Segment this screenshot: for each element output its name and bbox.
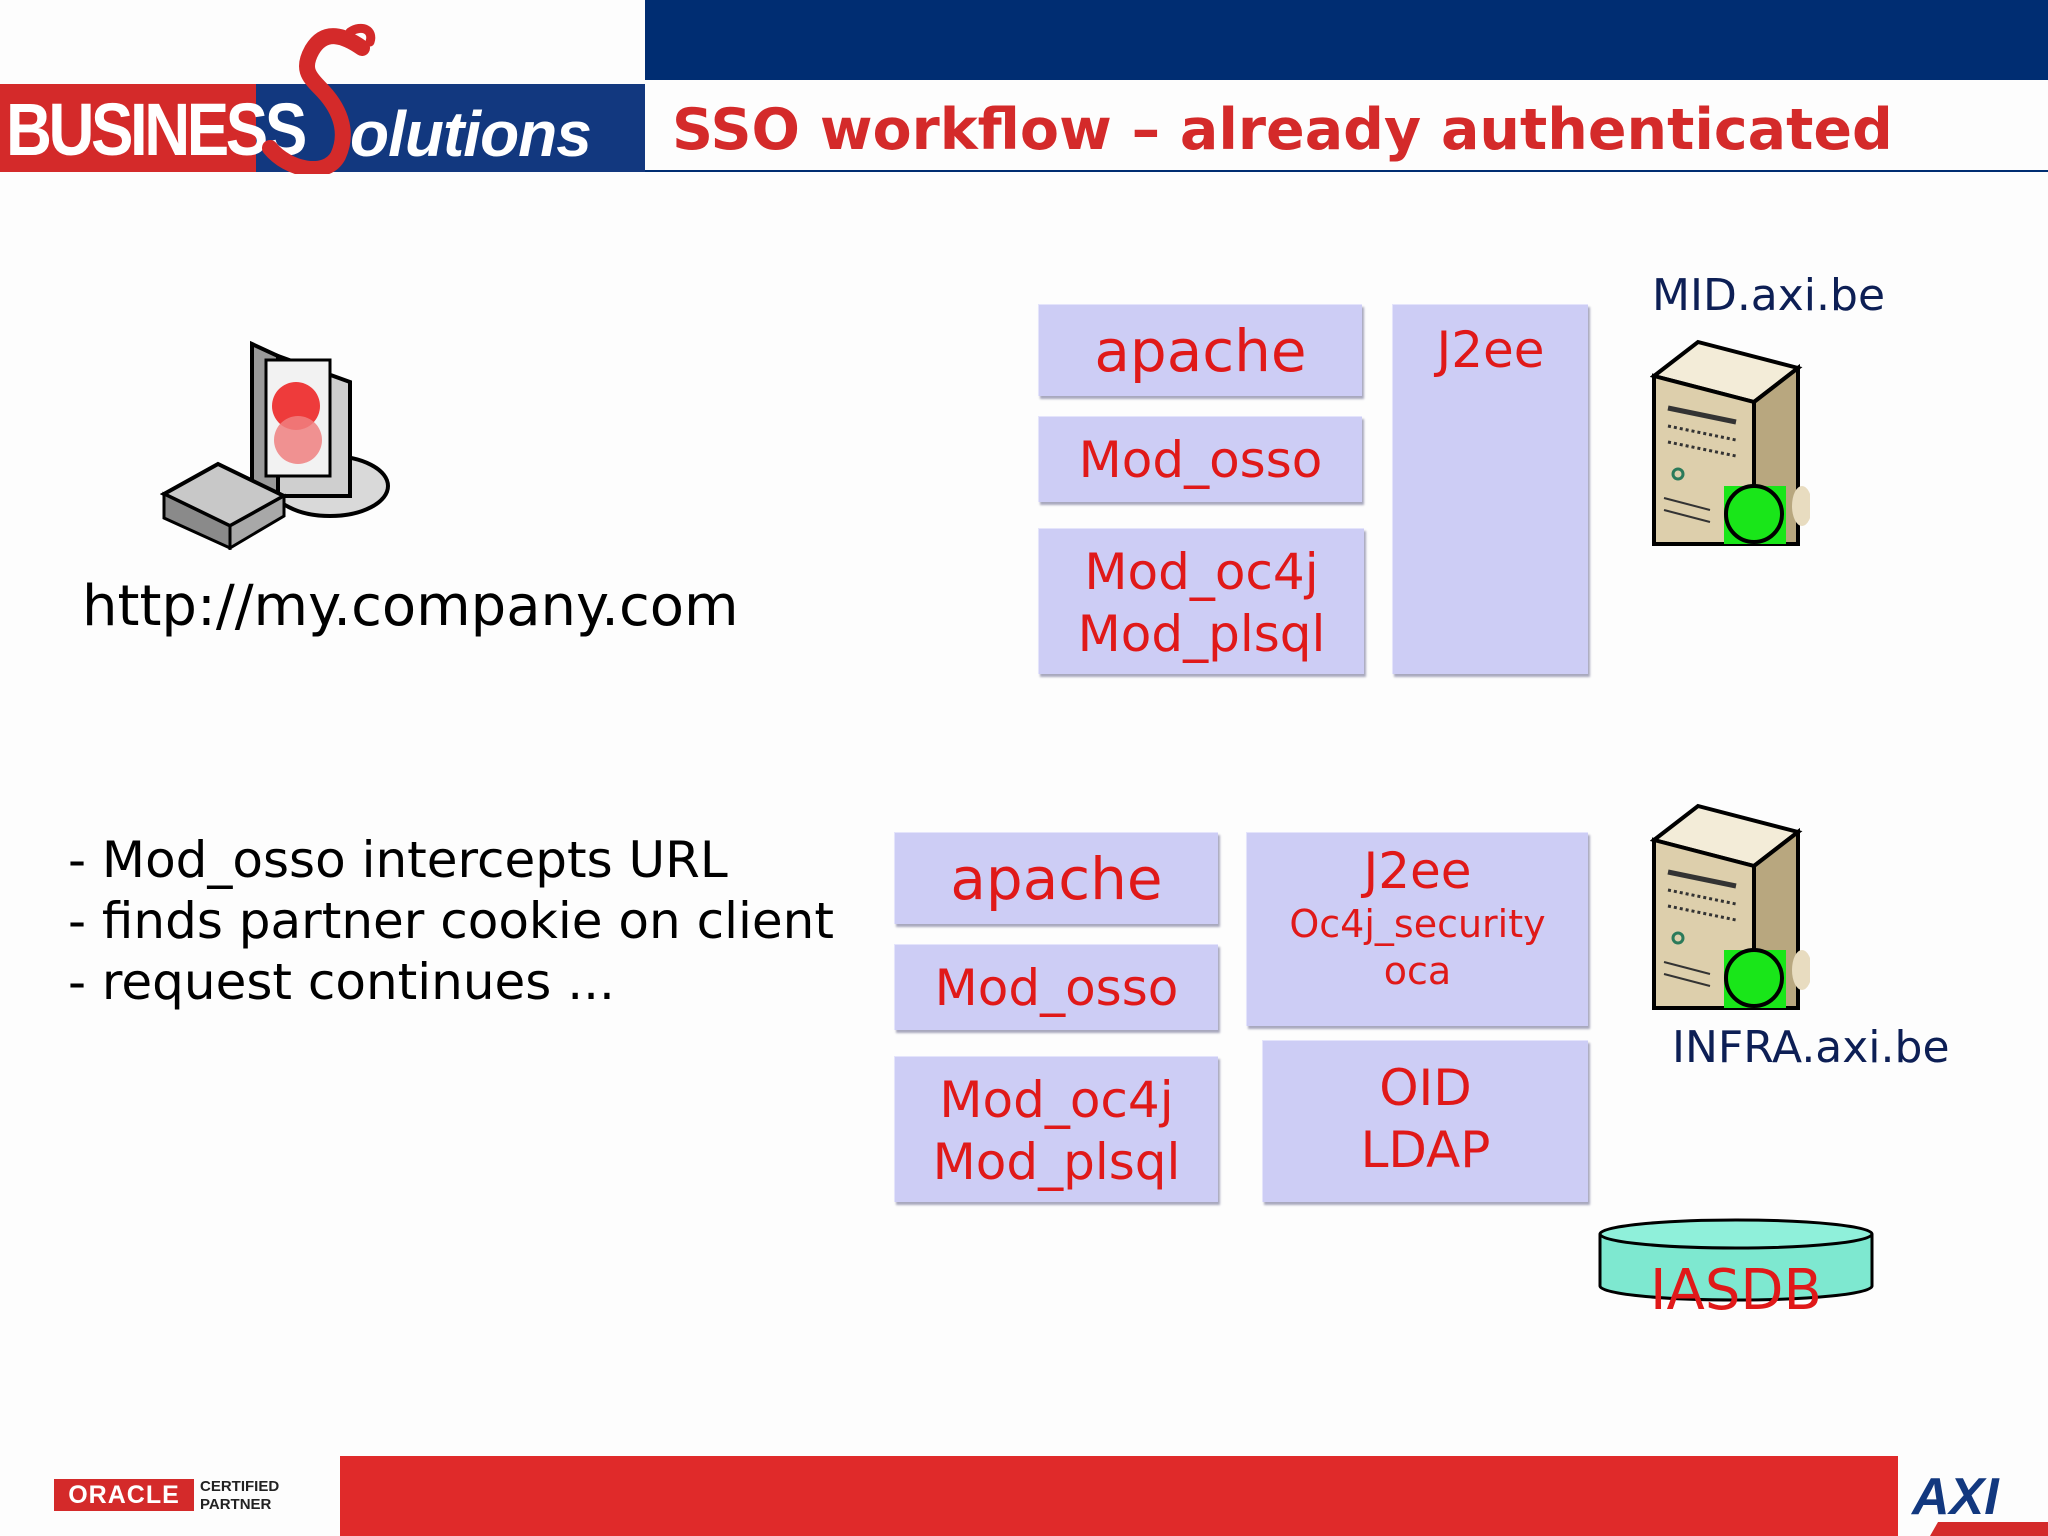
database-cylinder-icon	[1598, 1218, 1874, 1302]
logo-business-text: BUSINESS	[6, 88, 307, 171]
oracle-cert-line1: CERTIFIED	[200, 1478, 280, 1495]
mid-mod-plsql-label: Mod_plsql	[1077, 605, 1326, 663]
axi-logo: AXI	[1910, 1468, 2048, 1536]
infra-mod-plsql-label: Mod_plsql	[932, 1133, 1181, 1191]
mid-mod-oc4j-plsql-box: Mod_oc4j Mod_plsql	[1038, 528, 1364, 674]
client-url-label: http://my.company.com	[82, 574, 739, 639]
infra-mod-osso-box: Mod_osso	[894, 944, 1218, 1030]
mid-apache-label: apache	[1094, 317, 1307, 385]
header-rule	[645, 170, 2048, 172]
database-label: IASDB	[1650, 1258, 1822, 1323]
infra-hostname: INFRA.axi.be	[1672, 1022, 1950, 1073]
mid-apache-box: apache	[1038, 304, 1362, 396]
infra-j2ee-box: J2ee Oc4j_security oca	[1246, 832, 1588, 1026]
mid-hostname: MID.axi.be	[1652, 270, 1886, 321]
infra-mod-oc4j-plsql-box: Mod_oc4j Mod_plsql	[894, 1056, 1218, 1202]
infra-oca-label: oca	[1383, 949, 1452, 993]
mid-server-tower-icon	[1650, 339, 1810, 546]
mid-j2ee-box: J2ee	[1392, 304, 1588, 674]
oracle-cert-line2: PARTNER	[200, 1496, 272, 1513]
workflow-step: - request continues ...	[68, 953, 615, 1011]
infra-apache-box: apache	[894, 832, 1218, 924]
infra-j2ee-label: J2ee	[1363, 842, 1472, 900]
infra-mod-osso-label: Mod_osso	[934, 959, 1179, 1017]
infra-oid-ldap-box: OID LDAP	[1262, 1040, 1588, 1202]
infra-mod-oc4j-label: Mod_oc4j	[939, 1071, 1174, 1129]
infra-oid-label: OID	[1379, 1059, 1472, 1117]
slide-title: SSO workflow – already authenticated	[672, 97, 1893, 163]
workflow-step: - finds partner cookie on client	[68, 892, 834, 950]
workflow-steps: - Mod_osso intercepts URL - finds partne…	[68, 830, 834, 1013]
header-top-bar	[645, 0, 2048, 80]
logo-solutions-text: olutions	[350, 98, 592, 170]
logo-red-panel	[0, 84, 256, 172]
infra-apache-label: apache	[950, 845, 1163, 913]
footer-bar	[340, 1456, 1898, 1536]
workstation-icon	[160, 340, 390, 550]
mid-mod-oc4j-label: Mod_oc4j	[1084, 543, 1319, 601]
workflow-step: - Mod_osso intercepts URL	[68, 831, 728, 889]
oracle-certified-partner-text: CERTIFIED PARTNER	[200, 1478, 279, 1514]
infra-ldap-label: LDAP	[1360, 1121, 1491, 1179]
mid-mod-osso-box: Mod_osso	[1038, 416, 1362, 502]
infra-oc4j-security-label: Oc4j_security	[1289, 902, 1546, 946]
mid-j2ee-label: J2ee	[1436, 321, 1545, 379]
mid-mod-osso-label: Mod_osso	[1078, 431, 1323, 489]
logo-swoosh-s-icon	[262, 23, 376, 174]
axi-logo-text: AXI	[1910, 1468, 2000, 1526]
infra-server-tower-icon	[1650, 803, 1810, 1010]
oracle-logo: ORACLE	[54, 1479, 194, 1511]
